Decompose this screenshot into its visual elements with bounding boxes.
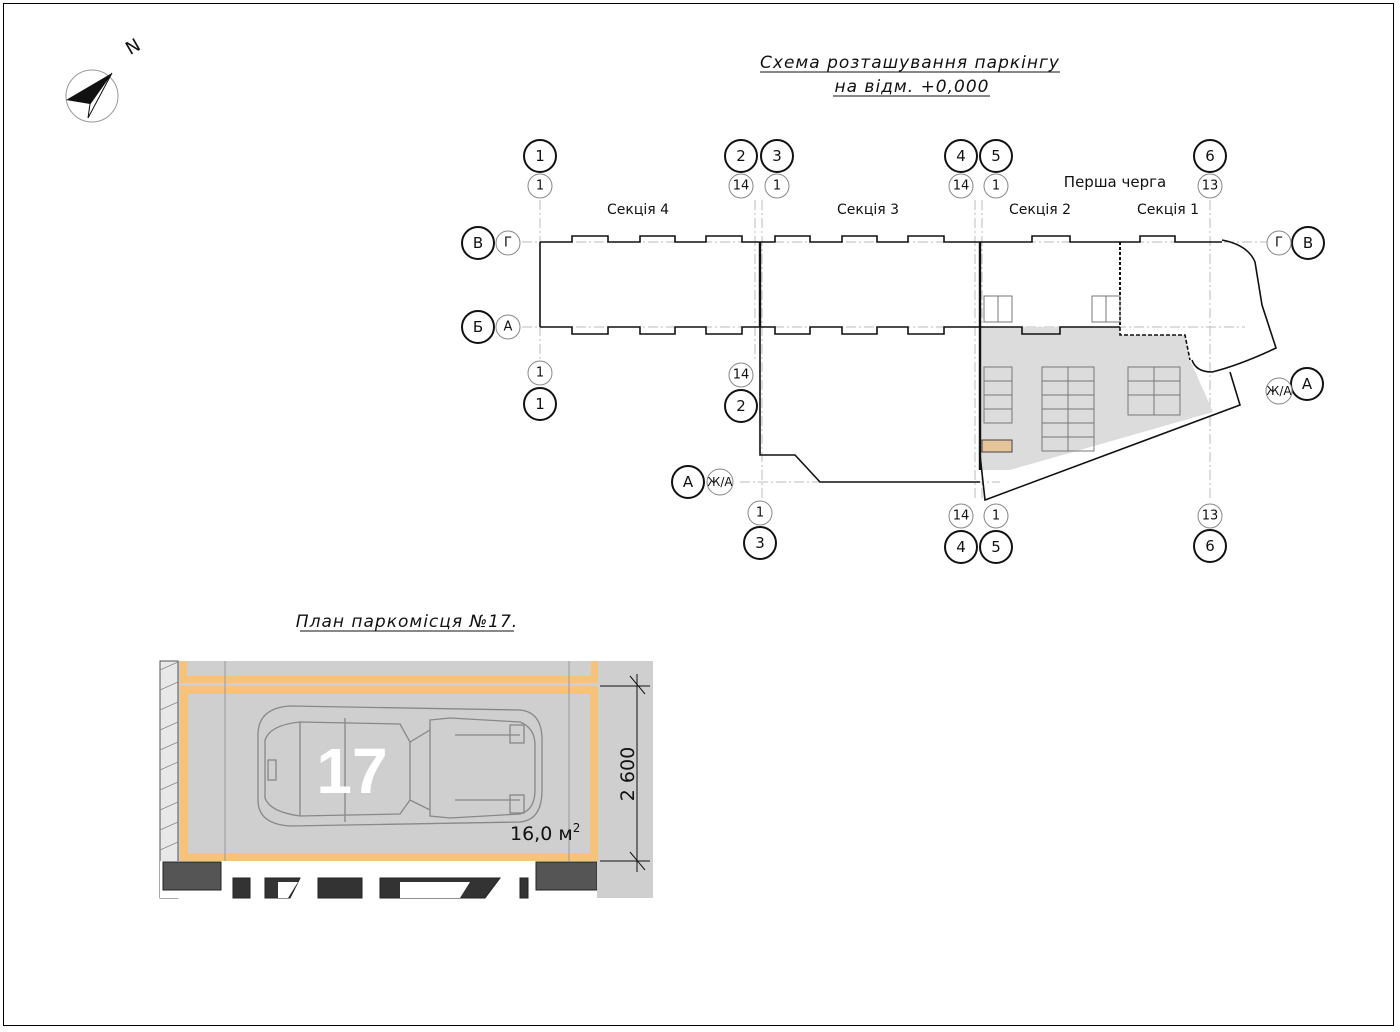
- row-left-b: Б: [473, 318, 483, 336]
- axis-top-3: 3: [772, 147, 782, 165]
- axis-bottom-sub-5: 1: [992, 509, 1000, 524]
- row-right-v: В: [1303, 234, 1313, 252]
- scheme-title-line1: Схема розташування паркінгу: [760, 53, 1060, 73]
- axis-top-1: 1: [535, 147, 545, 165]
- parking-stalls: [983, 295, 1181, 452]
- axis-top-sub-1: 1: [536, 179, 544, 194]
- section-3-label: Секція 3: [837, 202, 899, 218]
- axis-top-sub-2: 14: [733, 179, 750, 194]
- parking-plan: 17 16,0 м2 2 600: [159, 660, 653, 899]
- section-4-label: Секція 4: [607, 202, 669, 218]
- row-bottom-zha: Ж/А: [707, 475, 733, 489]
- axis-top-sub-6: 13: [1202, 179, 1219, 194]
- spot-area: 16,0 м2: [510, 821, 580, 845]
- row-bottom-a: А: [683, 473, 694, 491]
- plan-title: План паркомісця №17.: [296, 612, 518, 632]
- dimension-line: [600, 674, 650, 872]
- parking-zone: [980, 327, 1213, 470]
- scheme-title: Схема розташування паркінгу на відм. +0,…: [760, 53, 1060, 97]
- parking-boundary: [1119, 327, 1191, 361]
- axis-bottom-sub-2: 14: [733, 368, 750, 383]
- axis-bottom-6: 6: [1205, 537, 1215, 555]
- axis-top-sub-5: 1: [992, 179, 1000, 194]
- wall-segments: [232, 877, 529, 899]
- queue-label: Перша черга: [1064, 173, 1166, 191]
- section-1-label: Секція 1: [1137, 202, 1199, 218]
- drawing-frame: [3, 3, 1394, 1026]
- axis-top-sub-3: 1: [773, 179, 781, 194]
- axis-top-2: 2: [736, 147, 746, 165]
- row-right-g: Г: [1275, 236, 1283, 251]
- north-label: N: [122, 35, 144, 60]
- axis-top-5: 5: [991, 147, 1001, 165]
- top-axis-markers: 1 2 3 4 5 6 1 14 1 14 1 13: [523, 139, 1227, 199]
- column-right: [535, 861, 598, 891]
- axis-top-4: 4: [956, 147, 966, 165]
- axis-bottom-2: 2: [736, 397, 746, 415]
- row-axis-markers: В Г Б А Г В Ж/А А А Ж/А: [461, 226, 1325, 499]
- dimension-label: 2 600: [617, 747, 639, 801]
- scheme-title-line2: на відм. +0,000: [835, 77, 990, 97]
- axis-bottom-sub-3: 1: [756, 506, 764, 521]
- building-outline: [539, 235, 1277, 502]
- axis-top-sub-4: 14: [953, 179, 970, 194]
- axis-bottom-5: 5: [991, 538, 1001, 556]
- row-left-g: Г: [504, 236, 512, 251]
- section-2-label: Секція 2: [1009, 202, 1071, 218]
- row-left-v: В: [473, 234, 483, 252]
- axis-top-6: 6: [1205, 147, 1215, 165]
- car-icon: [257, 705, 543, 827]
- axis-bottom-sub-1: 1: [536, 366, 544, 381]
- selected-parking-spot: [981, 439, 1013, 453]
- section-labels: Секція 4 Секція 3 Секція 2 Секція 1 Перш…: [607, 173, 1199, 218]
- axis-bottom-4: 4: [956, 538, 966, 556]
- axis-bottom-sub-6: 13: [1202, 509, 1219, 524]
- north-arrow-icon: N: [65, 35, 144, 123]
- bottom-axis-markers: 1 14 1 14 1 13 1 2 3 4 5 6: [523, 360, 1227, 564]
- axis-bottom-1: 1: [535, 395, 545, 413]
- row-right-zha: Ж/А: [1266, 384, 1292, 398]
- axis-bottom-sub-4: 14: [953, 509, 970, 524]
- row-right-a: А: [1302, 375, 1313, 393]
- column-left: [162, 861, 222, 891]
- axis-bottom-3: 3: [755, 534, 765, 552]
- row-left-a: А: [504, 320, 513, 335]
- spot-number: 17: [316, 735, 387, 807]
